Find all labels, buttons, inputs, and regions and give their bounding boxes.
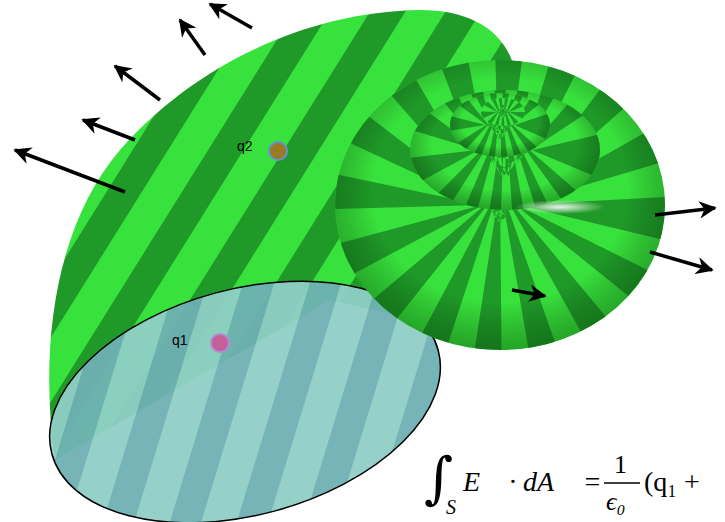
fraction-denominator: ϵ₀ <box>606 489 626 515</box>
charge-dot <box>211 334 229 352</box>
shell-spiral <box>335 60 665 350</box>
charge-label: q1 <box>172 333 188 347</box>
flux-arrow <box>15 4 715 296</box>
fraction-bar <box>604 482 640 484</box>
charge-label: q2 <box>237 139 253 153</box>
charge-dot <box>269 142 287 160</box>
equation-part: (q₁ + <box>644 468 700 496</box>
integral-subscript: S <box>446 497 456 517</box>
equation-part: E⃗ · dA⃗ = <box>463 468 602 496</box>
fraction-numerator: 1 <box>614 452 627 478</box>
